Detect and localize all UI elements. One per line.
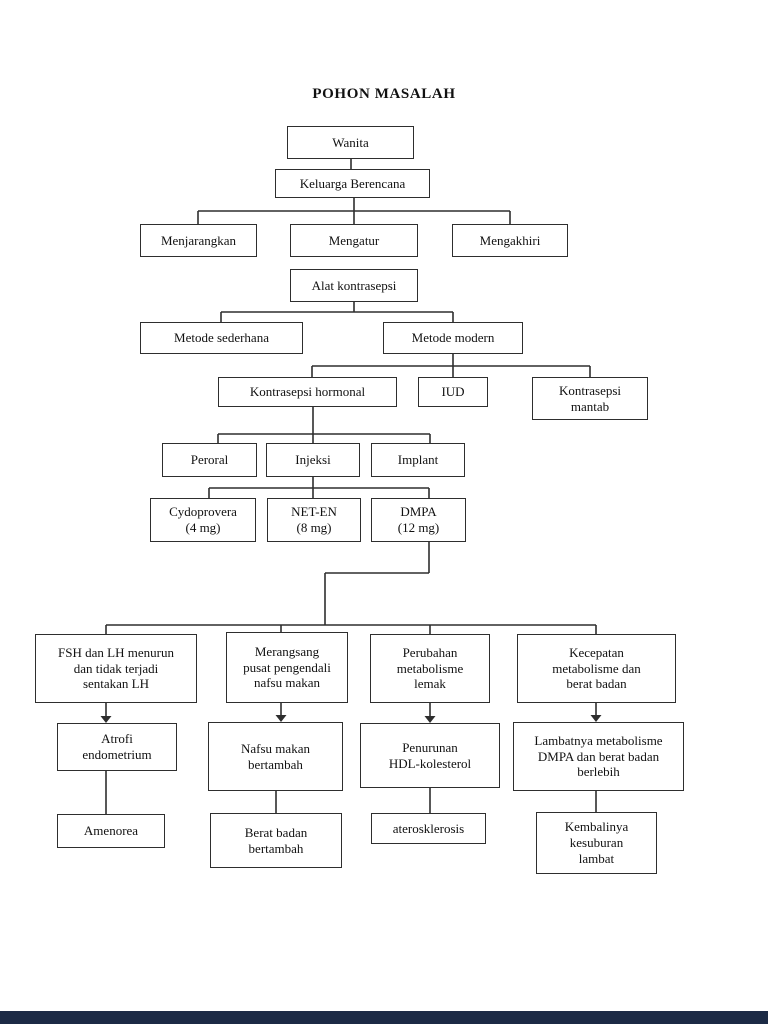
node-lambatnya-metabolisme: Lambatnya metabolisme DMPA dan berat bad…	[513, 722, 684, 791]
node-fsh-lh: FSH dan LH menurun dan tidak terjadi sen…	[35, 634, 197, 703]
node-atrofi-endometrium: Atrofi endometrium	[57, 723, 177, 771]
node-perubahan-metabolisme: Perubahan metabolisme lemak	[370, 634, 490, 703]
node-aterosklerosis: aterosklerosis	[371, 813, 486, 844]
node-peroral: Peroral	[162, 443, 257, 477]
node-net-en: NET-EN (8 mg)	[267, 498, 361, 542]
node-injeksi: Injeksi	[266, 443, 360, 477]
node-implant: Implant	[371, 443, 465, 477]
node-mengakhiri: Mengakhiri	[452, 224, 568, 257]
node-penurunan-hdl: Penurunan HDL-kolesterol	[360, 723, 500, 788]
node-keluarga-berencana: Keluarga Berencana	[275, 169, 430, 198]
node-kontrasepsi-hormonal: Kontrasepsi hormonal	[218, 377, 397, 407]
node-iud: IUD	[418, 377, 488, 407]
node-kecepatan-metabolisme: Kecepatan metabolisme dan berat badan	[517, 634, 676, 703]
node-alat-kontrasepsi: Alat kontrasepsi	[290, 269, 418, 302]
node-dmpa: DMPA (12 mg)	[371, 498, 466, 542]
node-metode-sederhana: Metode sederhana	[140, 322, 303, 354]
node-merangsang: Merangsang pusat pengendali nafsu makan	[226, 632, 348, 703]
node-kembalinya-kesuburan: Kembalinya kesuburan lambat	[536, 812, 657, 874]
node-berat-badan: Berat badan bertambah	[210, 813, 342, 868]
viewer-footer-bar	[0, 1011, 768, 1024]
node-cydoprovera: Cydoprovera (4 mg)	[150, 498, 256, 542]
node-kontrasepsi-mantab: Kontrasepsi mantab	[532, 377, 648, 420]
node-metode-modern: Metode modern	[383, 322, 523, 354]
node-amenorea: Amenorea	[57, 814, 165, 848]
node-nafsu-makan: Nafsu makan bertambah	[208, 722, 343, 791]
node-menjarangkan: Menjarangkan	[140, 224, 257, 257]
diagram-title: POHON MASALAH	[312, 86, 456, 102]
node-wanita: Wanita	[287, 126, 414, 159]
node-mengatur: Mengatur	[290, 224, 418, 257]
